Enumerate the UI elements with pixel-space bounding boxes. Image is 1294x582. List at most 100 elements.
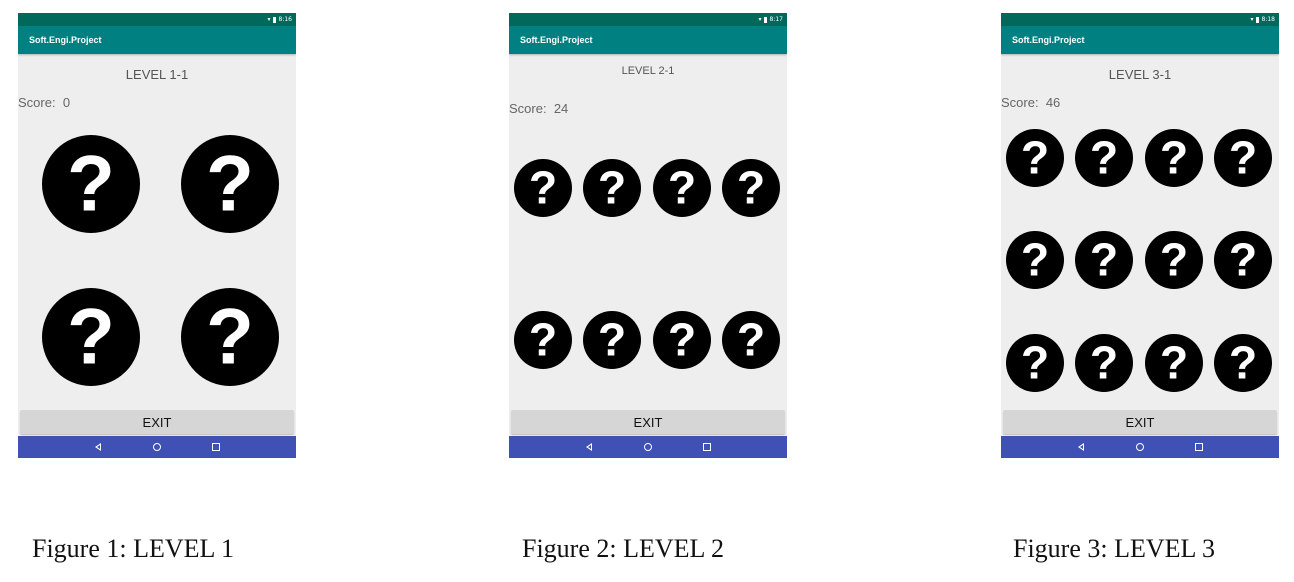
question-mark-icon: ?: [67, 139, 115, 227]
score-display: Score: 46: [1001, 95, 1060, 110]
question-mark-icon: ?: [1160, 234, 1188, 286]
home-button[interactable]: [128, 443, 187, 451]
card-tile[interactable]: ?: [1145, 231, 1203, 289]
svg-text:?: ?: [598, 314, 626, 366]
home-button[interactable]: [1111, 443, 1170, 451]
card-tile[interactable]: ?: [1075, 231, 1133, 289]
level-title: LEVEL 1-1: [125, 67, 189, 82]
figure-caption-1: Figure 1: LEVEL 1: [32, 534, 234, 563]
card-tile[interactable]: ?: [653, 159, 711, 217]
card-tile[interactable]: ?: [42, 135, 140, 233]
svg-text:?: ?: [206, 139, 254, 227]
card-tile[interactable]: ?: [583, 311, 641, 369]
svg-text:?: ?: [668, 162, 696, 214]
question-mark-icon: ?: [529, 314, 557, 366]
svg-text:?: ?: [1090, 132, 1118, 184]
svg-text:?: ?: [1090, 234, 1118, 286]
recent-apps-button[interactable]: [187, 443, 246, 451]
back-button[interactable]: [560, 443, 619, 451]
question-mark-icon: ?: [1160, 337, 1188, 389]
svg-text:?: ?: [529, 162, 557, 214]
score-display: Score: 0: [18, 95, 70, 110]
card-tile[interactable]: ?: [1075, 334, 1133, 392]
svg-text:?: ?: [1229, 234, 1257, 286]
svg-text:?: ?: [1229, 132, 1257, 184]
app-bar: Soft.Engi.Project: [18, 26, 296, 54]
svg-text:?: ?: [1021, 234, 1049, 286]
svg-text:?: ?: [737, 162, 765, 214]
app-title: Soft.Engi.Project: [1012, 35, 1085, 45]
svg-text:?: ?: [67, 139, 115, 227]
question-mark-icon: ?: [668, 314, 696, 366]
question-mark-icon: ?: [1021, 234, 1049, 286]
card-tile[interactable]: ?: [1214, 129, 1272, 187]
card-tile[interactable]: ?: [722, 311, 780, 369]
question-mark-icon: ?: [598, 162, 626, 214]
question-mark-icon: ?: [67, 292, 115, 380]
exit-button[interactable]: EXIT: [511, 410, 785, 434]
app-title: Soft.Engi.Project: [520, 35, 593, 45]
recent-apps-button[interactable]: [1170, 443, 1229, 451]
svg-text:?: ?: [206, 292, 254, 380]
exit-button[interactable]: EXIT: [1003, 410, 1277, 434]
score-label: Score:: [1001, 95, 1039, 110]
question-mark-icon: ?: [1090, 337, 1118, 389]
score-value: 46: [1045, 95, 1061, 110]
score-display: Score: 24: [509, 101, 568, 116]
svg-text:?: ?: [529, 314, 557, 366]
card-tile[interactable]: ?: [1214, 334, 1272, 392]
back-button[interactable]: [69, 443, 128, 451]
question-mark-icon: ?: [737, 162, 765, 214]
card-tile[interactable]: ?: [1006, 334, 1064, 392]
navigation-bar: [1001, 436, 1279, 458]
card-tile[interactable]: ?: [653, 311, 711, 369]
question-mark-icon: ?: [1229, 132, 1257, 184]
recent-square-icon: [212, 443, 220, 451]
figure-caption-2: Figure 2: LEVEL 2: [522, 534, 724, 563]
level-title: LEVEL 2-1: [621, 65, 675, 77]
card-tile[interactable]: ?: [1145, 129, 1203, 187]
svg-text:?: ?: [668, 314, 696, 366]
status-bar: ▾ 8:17: [509, 13, 787, 26]
svg-text:?: ?: [1160, 234, 1188, 286]
svg-text:?: ?: [737, 314, 765, 366]
back-triangle-icon: [1078, 443, 1084, 451]
card-tile[interactable]: ?: [181, 135, 279, 233]
card-tile[interactable]: ?: [514, 311, 572, 369]
score-label: Score:: [509, 101, 547, 116]
battery-icon: [272, 16, 276, 23]
svg-text:?: ?: [1021, 132, 1049, 184]
home-circle-icon: [644, 443, 652, 451]
svg-text:?: ?: [598, 162, 626, 214]
figure-caption-3: Figure 3: LEVEL 3: [1013, 534, 1215, 563]
card-tile[interactable]: ?: [722, 159, 780, 217]
app-title: Soft.Engi.Project: [29, 35, 102, 45]
battery-icon: [763, 16, 767, 23]
score-value: 0: [62, 95, 71, 110]
card-tile[interactable]: ?: [1075, 129, 1133, 187]
svg-text:?: ?: [1021, 337, 1049, 389]
recent-square-icon: [703, 443, 711, 451]
card-tile[interactable]: ?: [514, 159, 572, 217]
phone-screen-level-1: ▾ 8:16 Soft.Engi.Project LEVEL 1-1 Score…: [18, 13, 296, 458]
back-button[interactable]: [1052, 443, 1111, 451]
card-tile[interactable]: ?: [1006, 231, 1064, 289]
card-tile[interactable]: ?: [1214, 231, 1272, 289]
status-time: 8:18: [1261, 16, 1275, 23]
card-tile[interactable]: ?: [1145, 334, 1203, 392]
recent-apps-button[interactable]: [678, 443, 737, 451]
svg-text:?: ?: [67, 292, 115, 380]
signal-icon: ▾: [267, 16, 271, 23]
card-tile[interactable]: ?: [42, 288, 140, 386]
home-button[interactable]: [619, 443, 678, 451]
phone-screen-level-3: ▾ 8:18 Soft.Engi.Project LEVEL 3-1 Score…: [1001, 13, 1279, 458]
svg-text:?: ?: [1090, 337, 1118, 389]
exit-button[interactable]: EXIT: [20, 410, 294, 434]
status-time: 8:16: [278, 16, 292, 23]
question-mark-icon: ?: [1021, 337, 1049, 389]
card-tile[interactable]: ?: [583, 159, 641, 217]
card-tile[interactable]: ?: [1006, 129, 1064, 187]
card-tile[interactable]: ?: [181, 288, 279, 386]
home-circle-icon: [1136, 443, 1144, 451]
app-bar: Soft.Engi.Project: [509, 26, 787, 54]
